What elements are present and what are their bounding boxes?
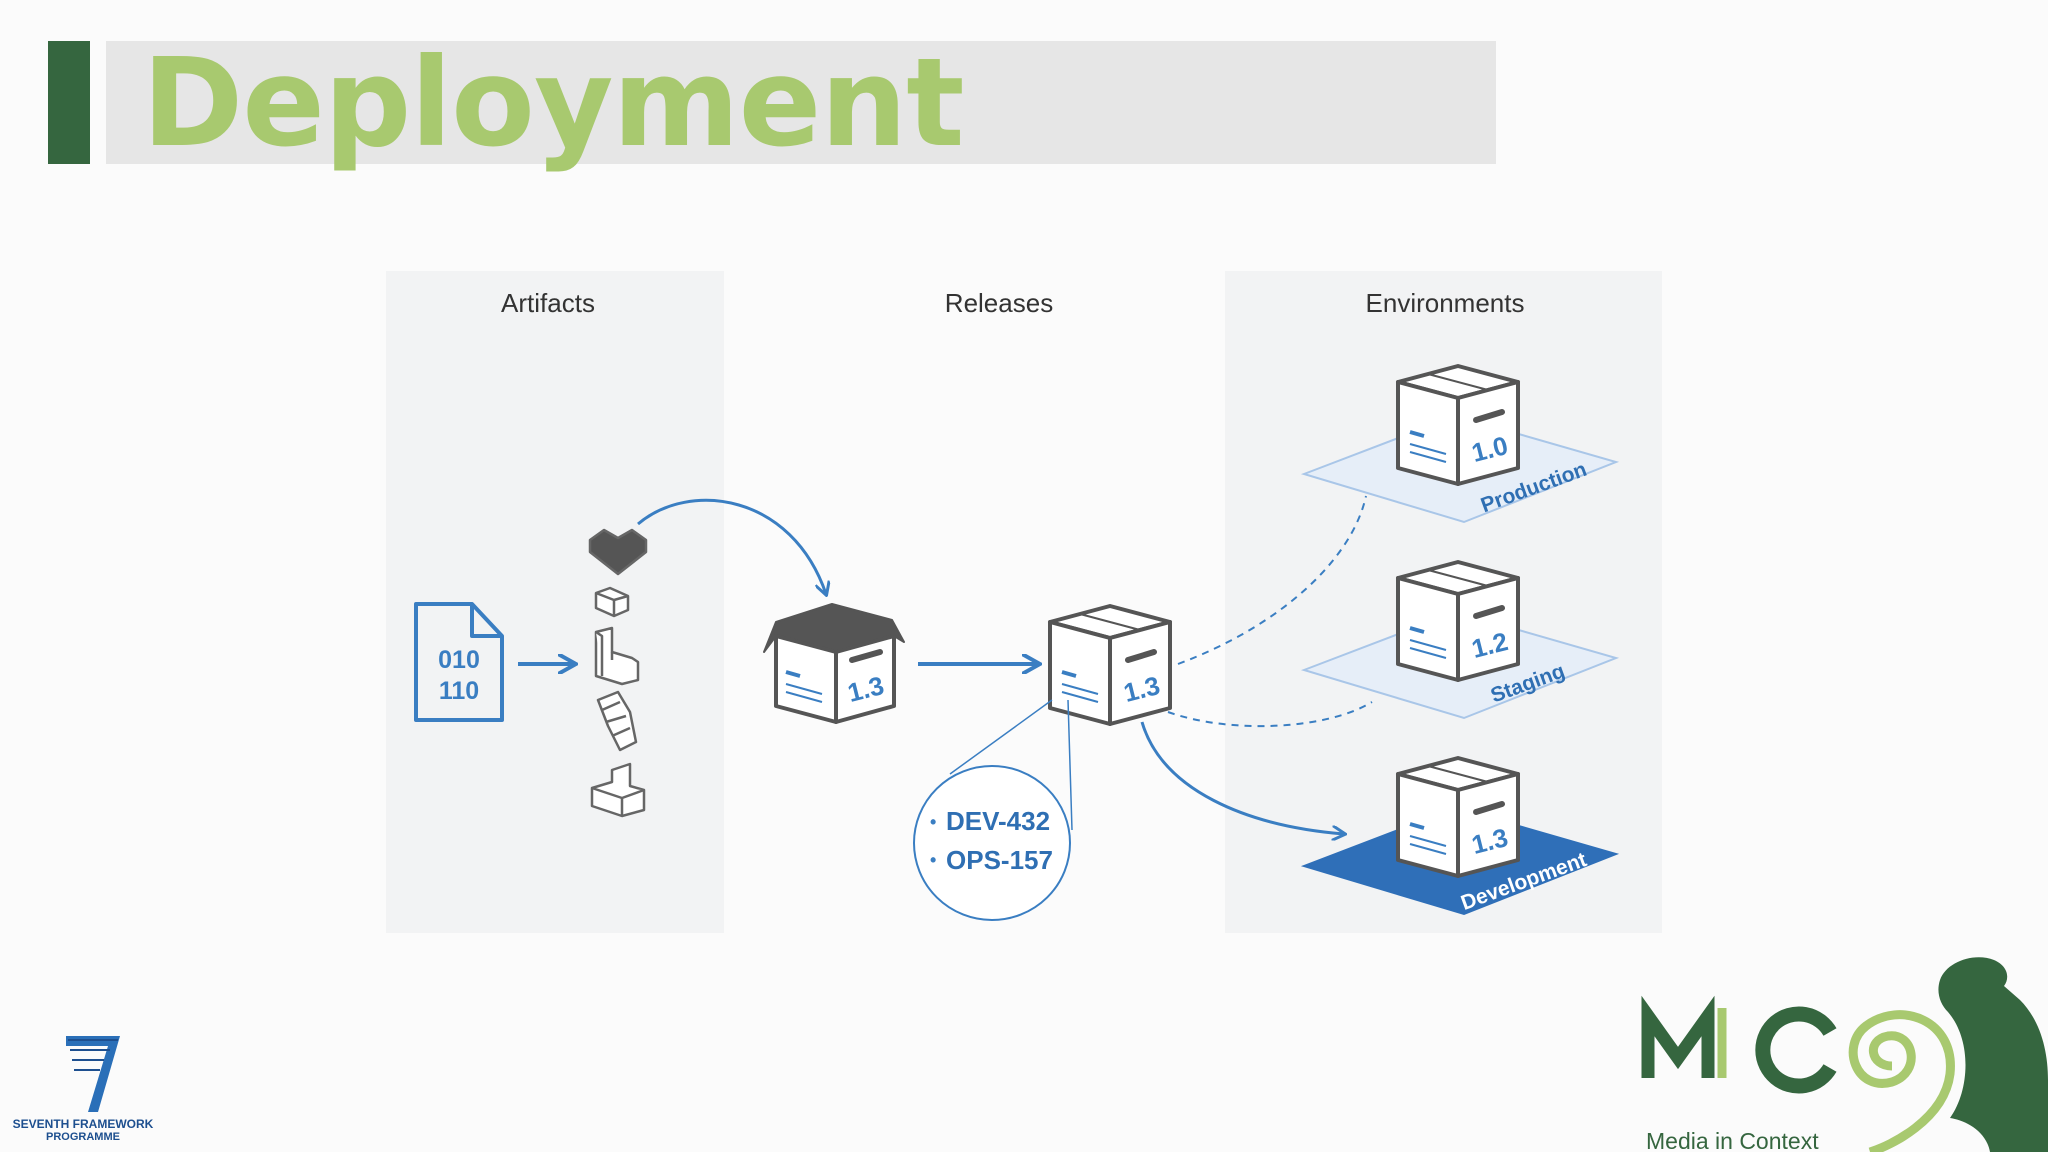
issue-bullet-2: • (930, 850, 936, 870)
closed-release-box-icon: 1.3 (1048, 604, 1172, 726)
mico-m-letter (1641, 995, 1715, 1078)
dashed-link-staging (1167, 701, 1373, 728)
column-header-artifacts: Artifacts (501, 288, 595, 318)
fp7-line1: SEVENTH FRAMEWORK (13, 1117, 154, 1131)
fp7-seven-icon (66, 1036, 120, 1112)
fp7-line2: PROGRAMME (46, 1131, 120, 1143)
mico-spiral-icon (1848, 1010, 1955, 1152)
artifact-pieces-icon (588, 528, 648, 818)
column-header-environments: Environments (1366, 288, 1525, 318)
dashed-link-production (1177, 495, 1367, 665)
mico-monkey-icon (1938, 957, 2048, 1152)
title-accent-bar (48, 41, 90, 164)
slide-title: Deployment (142, 32, 965, 174)
column-header-releases: Releases (945, 288, 1053, 318)
zoom-lines (949, 699, 1073, 831)
mico-c-letter (1755, 1006, 1837, 1094)
title-band (106, 41, 1496, 164)
binary-file-line2: 110 (439, 677, 479, 705)
issues-callout-circle (913, 765, 1071, 921)
environment-staging: 1.2 Staging (1300, 560, 1620, 720)
issue-bullet-1: • (930, 812, 936, 832)
fp7-logo: SEVENTH FRAMEWORK PROGRAMME (13, 1036, 154, 1143)
mico-logo: Media in Context (1641, 957, 2048, 1152)
arrow-deploy-development (1140, 721, 1344, 834)
mico-tagline: Media in Context (1646, 1128, 1819, 1152)
arrow-pieces-to-release (637, 498, 826, 594)
issue-item-1: DEV-432 (946, 806, 1050, 836)
issue-item-2: OPS-157 (946, 845, 1053, 875)
binary-file-line1: 010 (438, 646, 480, 674)
binary-file-icon: 010 110 (414, 602, 504, 722)
open-release-box-icon: 1.3 (763, 603, 905, 724)
